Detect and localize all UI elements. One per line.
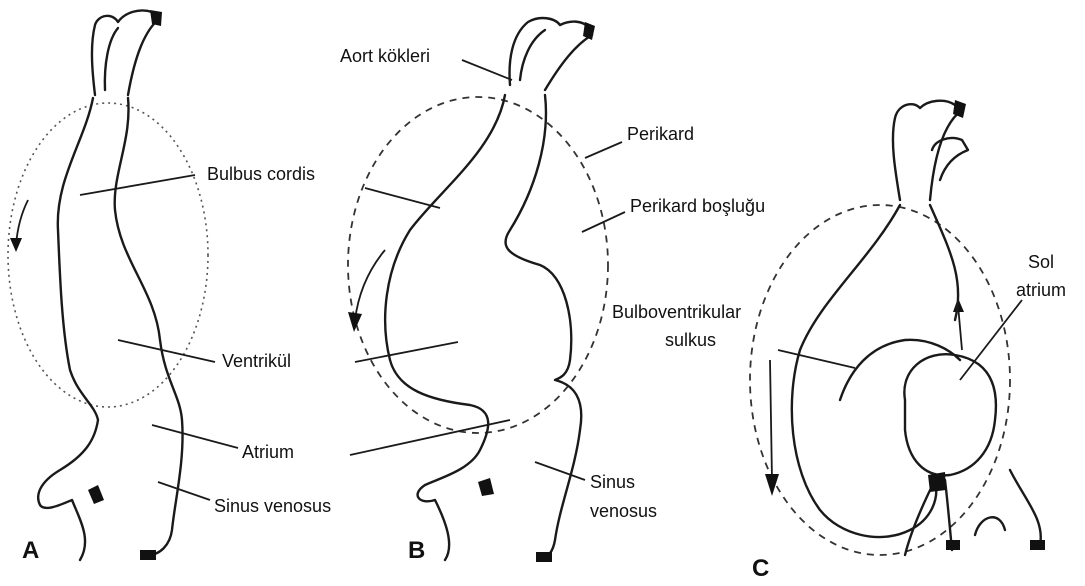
label-bulbus-cordis: Bulbus cordis	[207, 164, 315, 184]
panel-c-pericardium-outline	[750, 205, 1010, 555]
panel-c-vein-cap-2	[946, 540, 960, 550]
panel-a-vein-cap-2	[140, 550, 156, 560]
panel-a-aortic-roots	[92, 10, 160, 95]
leader-sinus-a	[158, 482, 210, 500]
panel-b-arrowhead	[348, 312, 362, 332]
leader-bulbus-a	[80, 175, 195, 195]
panel-a-heart-tube	[38, 98, 182, 560]
label-sinus-venosus-b-2: venosus	[590, 501, 657, 521]
panel-b-aortic-root-inner	[520, 30, 545, 80]
leader-bulboventrikular	[778, 350, 855, 368]
panel-b-aortic-roots	[510, 18, 592, 90]
panel-c-rotation-arrow	[770, 360, 772, 480]
panel-b-vein-cap-2	[536, 552, 552, 562]
panel-c-vein-cap-3	[1030, 540, 1045, 550]
panel-a-label: A	[22, 537, 39, 564]
panel-c-left-atrium	[904, 354, 996, 475]
leader-sol-atrium	[960, 300, 1022, 380]
panel-a-aortic-root-inner	[105, 28, 118, 90]
leader-perikard-boslugu	[582, 212, 625, 232]
panel-b-figure	[348, 18, 608, 562]
panel-b-aortic-cap	[583, 22, 595, 40]
panel-c-aortic-roots	[893, 101, 962, 200]
leader-sinus-b	[535, 462, 585, 480]
label-atrium: Atrium	[242, 442, 294, 462]
panel-c-vein-cap-1	[928, 472, 946, 492]
label-sinus-venosus-b-1: Sinus	[590, 472, 635, 492]
label-bulboventrikular-2: sulkus	[665, 330, 716, 350]
label-ventrikul: Ventrikül	[222, 351, 291, 371]
panel-c-arrowhead	[765, 474, 779, 496]
panel-a-vein-cap-1	[88, 485, 104, 504]
label-perikard: Perikard	[627, 124, 694, 144]
panel-a-pericardium-outline	[8, 103, 208, 407]
panel-b-label: B	[408, 537, 425, 564]
leader-aort-kokleri	[462, 60, 512, 80]
label-aort-kokleri: Aort kökleri	[340, 46, 430, 66]
panel-b-rotation-arrow	[355, 250, 385, 320]
leader-bulbus-b	[365, 188, 440, 208]
label-perikard-boslugu: Perikard boşluğu	[630, 196, 765, 216]
panel-b-pericardium-outline	[348, 97, 608, 433]
panel-a-figure	[8, 10, 208, 560]
label-sol-atrium-1: Sol	[1028, 252, 1054, 272]
label-bulboventrikular-1: Bulboventrikular	[612, 302, 741, 322]
label-sinus-venosus-a: Sinus venosus	[214, 496, 331, 516]
label-sol-atrium-2: atrium	[1016, 280, 1066, 300]
panel-c-ventricle-fold	[840, 340, 960, 400]
leader-ventrikul-b	[355, 342, 458, 362]
leader-ventrikul-a	[118, 340, 215, 362]
panel-c-label: C	[752, 555, 769, 581]
panel-b-vein-cap-1	[478, 478, 494, 496]
leader-perikard	[585, 142, 622, 158]
leader-atrium-a	[152, 425, 238, 448]
panel-c-veins	[905, 470, 1041, 555]
panel-a-aortic-cap	[150, 10, 162, 26]
panel-a-arrowhead	[10, 238, 22, 252]
